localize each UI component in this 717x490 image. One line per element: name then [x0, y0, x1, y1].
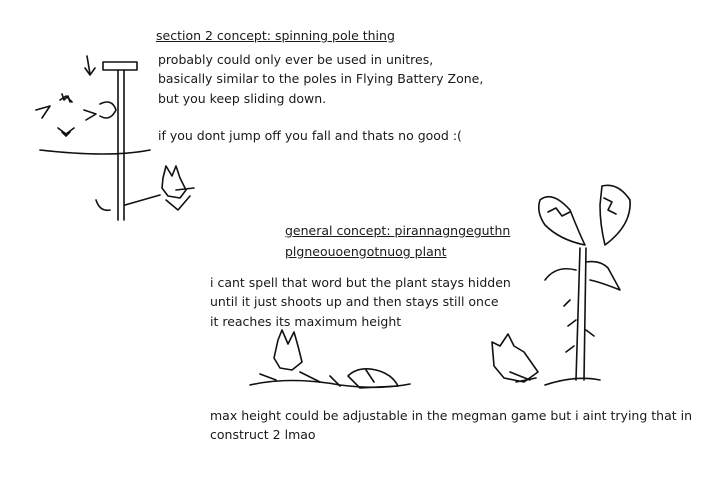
pole-base-line [95, 194, 161, 212]
footer-line-1: max height could be adjustable in the me… [210, 408, 693, 423]
spin-swirl [99, 101, 117, 119]
pole-sketch [35, 55, 161, 221]
general-heading-1: general concept: pirannagngeguthn [285, 223, 511, 238]
character-arms-3 [509, 371, 537, 383]
character-head [161, 165, 187, 199]
plant-spikes [563, 299, 595, 353]
footer-line-2: construct 2 lmao [210, 427, 316, 442]
section2-line-3: but you keep sliding down. [158, 91, 327, 106]
general-heading-2: plgneouoengotnuog plant [285, 244, 447, 259]
plant-ground [544, 377, 601, 386]
ground-scene-sketch [249, 329, 411, 389]
ground-grass [259, 371, 341, 387]
section2-note: if you dont jump off you fall and thats … [158, 128, 462, 143]
character-sketch-1 [161, 165, 195, 211]
plant-teeth [547, 197, 617, 217]
section2-heading: section 2 concept: spinning pole thing [156, 28, 395, 43]
plant-stem [575, 247, 587, 381]
general-line-3: it reaches its maximum height [210, 314, 402, 329]
pole-motion-line [39, 149, 151, 155]
spin-marks [61, 93, 71, 137]
plant-jaw-left [538, 195, 586, 246]
rock-crack [365, 369, 375, 383]
general-line-1: i cant spell that word but the plant sta… [210, 275, 511, 290]
rock-shape [347, 368, 399, 389]
character-sketch-3 [491, 333, 539, 383]
general-line-2: until it just shoots up and then stays s… [210, 294, 499, 309]
plant-sketch [538, 184, 631, 386]
section2-line-1: probably could only ever be used in unit… [158, 52, 434, 67]
plant-leaf [544, 260, 621, 291]
character-head-3 [491, 333, 539, 383]
plant-jaw-right [599, 184, 631, 246]
section2-line-2: basically similar to the poles in Flying… [158, 71, 484, 86]
pole-cap [102, 61, 138, 71]
spin-burst [35, 95, 97, 135]
pole-shaft [117, 69, 125, 221]
character-head-2 [273, 329, 303, 371]
character-arms [165, 187, 195, 211]
down-arrow-icon [84, 55, 96, 76]
